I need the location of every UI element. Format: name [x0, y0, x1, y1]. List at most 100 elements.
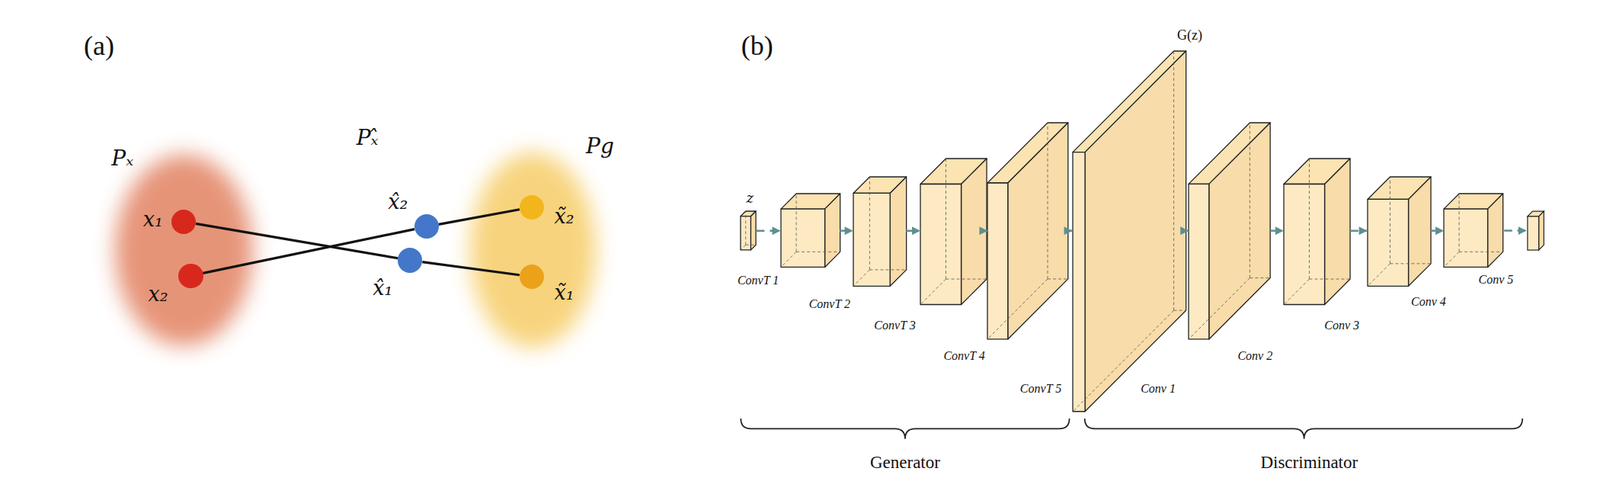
point-label: x̂₂	[387, 190, 408, 214]
hidden-edge	[987, 278, 1048, 340]
hidden-edge	[1459, 251, 1504, 253]
bracket-label: Discriminator	[1260, 452, 1358, 473]
hidden-edge	[1443, 252, 1460, 268]
generated-point: x̃₁	[519, 264, 544, 289]
layer-block: ConvT 3	[853, 176, 907, 286]
block-shape	[780, 193, 841, 267]
block-shape	[1367, 176, 1431, 286]
block-front	[853, 192, 890, 286]
region-fill	[470, 152, 596, 348]
flow-arrow	[1185, 229, 1189, 232]
layer-label: ConvT 4	[943, 349, 985, 364]
hidden-edge	[1308, 278, 1351, 279]
image-block: G(z)Conv 1	[1072, 51, 1187, 412]
block-front	[1283, 183, 1325, 304]
point-label: x̂₁	[372, 276, 393, 300]
output-arrow	[1504, 229, 1527, 232]
distribution-label: Pg	[585, 134, 615, 158]
flow-arrow	[755, 229, 781, 232]
flow-arrow	[1068, 229, 1072, 232]
block-shape	[740, 211, 756, 250]
block-shape	[1188, 122, 1271, 340]
block-side	[1209, 122, 1271, 340]
hidden-edge	[1072, 310, 1175, 412]
hidden-edge	[1308, 158, 1310, 279]
layer-label: Conv 3	[1324, 318, 1360, 333]
block-shape	[920, 158, 987, 305]
hidden-edge	[1173, 51, 1175, 311]
block-shape	[1283, 158, 1351, 305]
layer-label: ConvT 2	[809, 297, 851, 311]
hidden-edge	[1250, 277, 1271, 279]
distribution-label: Pₓ̂	[356, 125, 379, 150]
flow-arrow	[1350, 229, 1368, 232]
layer-label: z	[746, 190, 754, 206]
hidden-edge	[869, 176, 871, 270]
flow-arrow	[1270, 229, 1284, 232]
interpolation-line	[195, 223, 399, 258]
block-side	[961, 158, 987, 305]
layer-label: Conv 1	[1140, 381, 1176, 396]
panel-label: (b)	[741, 29, 774, 62]
distribution-region: Pgx̃₂x̃₁	[465, 147, 601, 352]
interpolated-point: x̂₂	[414, 214, 439, 239]
hidden-edge	[796, 251, 841, 253]
layer-label: ConvT 3	[873, 318, 916, 333]
flow-arrow	[839, 229, 853, 232]
hidden-edge	[945, 158, 947, 279]
hidden-edge	[740, 244, 746, 250]
block-front	[987, 182, 1008, 340]
point-label: x̃₂	[554, 204, 575, 228]
block-side	[1008, 122, 1069, 340]
panel-label: (a)	[83, 29, 115, 62]
block-front	[1443, 209, 1488, 268]
hidden-edge	[1283, 278, 1309, 304]
layer-label: Conv 2	[1237, 349, 1273, 364]
sample-point: x₂	[178, 263, 203, 288]
hidden-edge	[745, 244, 756, 246]
point-label: x₂	[148, 282, 169, 306]
distribution-region: Pₓ̂x̂₂x̂₁	[226, 173, 488, 327]
hidden-edge	[869, 268, 906, 270]
point-label: x̃₁	[554, 281, 575, 305]
block-shape	[1072, 51, 1187, 412]
block-front	[780, 209, 826, 268]
hidden-edge	[946, 278, 988, 279]
block-shape	[853, 176, 907, 286]
block-side	[1408, 176, 1431, 286]
hidden-edge	[1047, 278, 1069, 279]
sample-point: x₁	[171, 209, 196, 234]
layer-label: Conv 5	[1478, 272, 1514, 287]
output-box	[1527, 211, 1544, 250]
region-fill	[230, 178, 484, 323]
hidden-edge	[1367, 263, 1390, 286]
hidden-edge	[1389, 176, 1391, 264]
bracket-label: Generator	[870, 452, 941, 473]
flow-arrow	[986, 229, 988, 232]
region-shape	[64, 104, 304, 397]
block-front	[920, 183, 962, 304]
block-shape	[987, 122, 1069, 340]
distribution-region: Pₓx₁x₂	[110, 150, 258, 351]
hidden-edge	[1188, 277, 1250, 339]
interpolation-line	[202, 229, 415, 274]
block-front	[1072, 152, 1085, 412]
hidden-edge	[1459, 193, 1460, 252]
hidden-edge	[1173, 310, 1186, 311]
distribution-label: Pₓ	[111, 146, 134, 170]
block-side	[751, 211, 757, 250]
hidden-edge	[920, 278, 946, 304]
interpolation-line	[438, 209, 520, 225]
hidden-edge	[1249, 122, 1251, 279]
hidden-edge	[745, 211, 747, 245]
latent-block: zConvT 1	[740, 211, 756, 250]
hidden-edge	[780, 252, 797, 268]
interpolated-point: x̂₁	[397, 247, 423, 272]
layer-block: ConvT 5	[987, 122, 1069, 340]
block-side	[1488, 193, 1504, 267]
layer-block: Conv 3	[1283, 158, 1351, 305]
block-side	[1084, 51, 1187, 412]
layer-label: ConvT 1	[737, 273, 779, 288]
hidden-edge	[795, 193, 797, 252]
